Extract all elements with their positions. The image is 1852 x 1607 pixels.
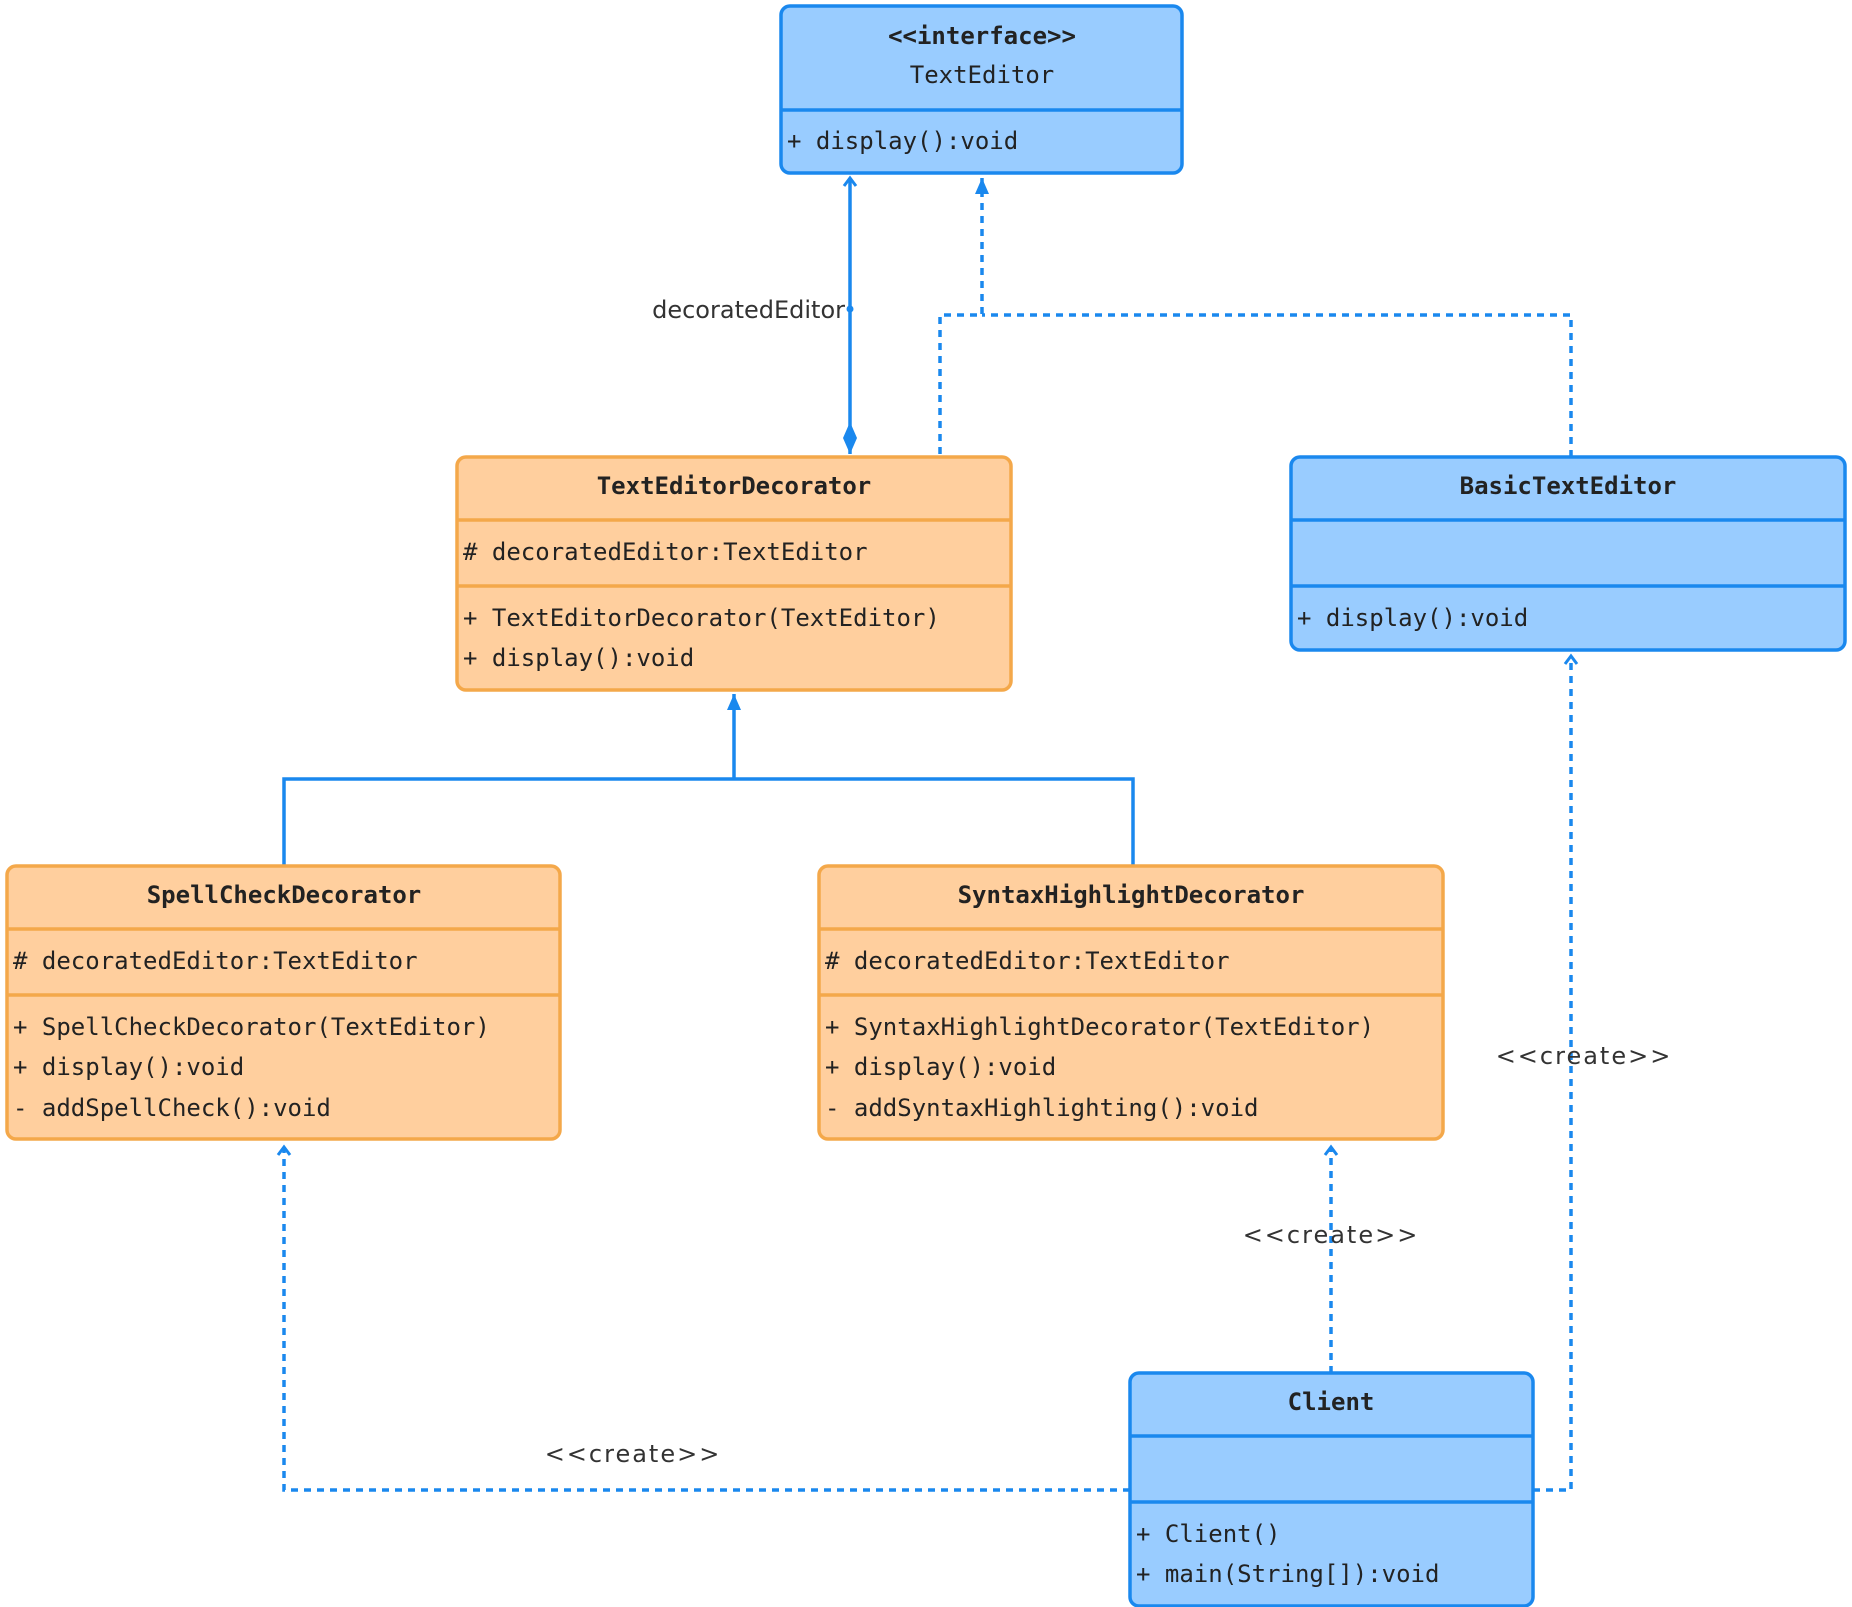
class-name: SyntaxHighlightDecorator xyxy=(958,881,1305,909)
class-spell-check-decorator[interactable]: SpellCheckDecorator # decoratedEditor:Te… xyxy=(5,864,562,1141)
class-name: TextEditorDecorator xyxy=(597,472,872,500)
method: - addSpellCheck():void xyxy=(13,1094,331,1122)
decorator-realization-edge[interactable] xyxy=(938,178,989,454)
create-spell-label: <<create>> xyxy=(545,1440,722,1468)
method: + display():void xyxy=(1297,604,1528,632)
class-syntax-highlight-decorator[interactable]: SyntaxHighlightDecorator # decoratedEdit… xyxy=(817,864,1445,1141)
method: + Client() xyxy=(1136,1520,1281,1548)
class-box xyxy=(5,864,562,1141)
method: + display():void xyxy=(463,644,694,672)
method: + display():void xyxy=(787,127,1018,155)
class-text-editor[interactable]: <<interface>> TextEditor + display():voi… xyxy=(779,4,1184,175)
method: + TextEditorDecorator(TextEditor) xyxy=(463,604,940,632)
create-syntax-label: <<create>> xyxy=(1243,1221,1420,1249)
class-stereotype: <<interface>> xyxy=(888,22,1076,50)
class-basic-text-editor[interactable]: BasicTextEditor + display():void xyxy=(1289,455,1847,652)
basic-realization-edge[interactable] xyxy=(982,313,1573,457)
method: + main(String[]):void xyxy=(1136,1560,1439,1588)
class-box xyxy=(779,4,1184,175)
method: - addSyntaxHighlighting():void xyxy=(825,1094,1258,1122)
class-box xyxy=(817,864,1445,1141)
method: + display():void xyxy=(13,1053,244,1081)
class-text-editor-decorator[interactable]: TextEditorDecorator # decoratedEditor:Te… xyxy=(455,455,1013,692)
spellcheck-generalization-edge[interactable] xyxy=(282,777,734,866)
create-basic-edge[interactable] xyxy=(1533,653,1579,1492)
class-client[interactable]: Client + Client() + main(String[]):void xyxy=(1128,1371,1535,1607)
class-name: SpellCheckDecorator xyxy=(147,881,422,909)
class-name: BasicTextEditor xyxy=(1460,472,1677,500)
composition-label: decoratedEditor xyxy=(652,296,845,324)
class-name: TextEditor xyxy=(910,61,1055,89)
syntax-generalization-edge[interactable] xyxy=(734,777,1135,866)
attribute: # decoratedEditor:TextEditor xyxy=(825,947,1230,975)
edges: decoratedEditor <<create>> <<create>> <<… xyxy=(276,175,1673,1492)
class-name: Client xyxy=(1288,1388,1375,1416)
composition-label-dot xyxy=(846,305,854,313)
class-box xyxy=(1289,455,1847,652)
attribute: # decoratedEditor:TextEditor xyxy=(463,538,868,566)
method: + SyntaxHighlightDecorator(TextEditor) xyxy=(825,1013,1374,1041)
create-spell-edge[interactable] xyxy=(276,1144,1130,1492)
method: + SpellCheckDecorator(TextEditor) xyxy=(13,1013,490,1041)
method: + display():void xyxy=(825,1053,1056,1081)
create-basic-label: <<create>> xyxy=(1496,1042,1673,1070)
attribute: # decoratedEditor:TextEditor xyxy=(13,947,418,975)
class-box xyxy=(455,455,1013,692)
class-box xyxy=(1128,1371,1535,1607)
